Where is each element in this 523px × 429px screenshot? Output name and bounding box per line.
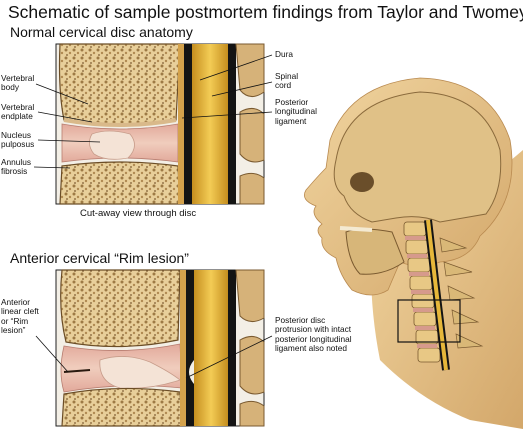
label-vertebral-endplate: Vertebral endplate <box>1 102 35 122</box>
label-posterior-protrusion: Posterior disc protrusion with intact po… <box>275 315 352 354</box>
head-neck-illustration <box>303 77 523 429</box>
label-annulus-fibrosis: Annulus fibrosis <box>1 157 31 177</box>
label-spinal-cord: Spinal cord <box>275 71 299 91</box>
label-vertebral-body: Vertebral body <box>1 73 35 93</box>
bottom-panel-heading: Anterior cervical “Rim lesion” <box>10 250 189 266</box>
highlight-box <box>397 299 461 343</box>
page-title: Schematic of sample postmortem findings … <box>8 2 523 22</box>
top-leader-lines <box>33 54 273 169</box>
label-dura: Dura <box>275 49 293 59</box>
bottom-vertebra-panel <box>55 269 265 427</box>
top-panel-caption: Cut-away view through disc <box>80 208 197 219</box>
bottom-leader-lines <box>35 335 273 379</box>
label-nucleus-pulposus: Nucleus pulposus <box>1 130 35 150</box>
label-rim-lesion: Anterior linear cleft or “Rim lesion” <box>1 297 39 336</box>
top-panel-heading: Normal cervical disc anatomy <box>10 24 193 40</box>
top-vertebra-panel <box>55 43 265 205</box>
label-posterior-ligament: Posterior longitudinal ligament <box>275 97 317 126</box>
